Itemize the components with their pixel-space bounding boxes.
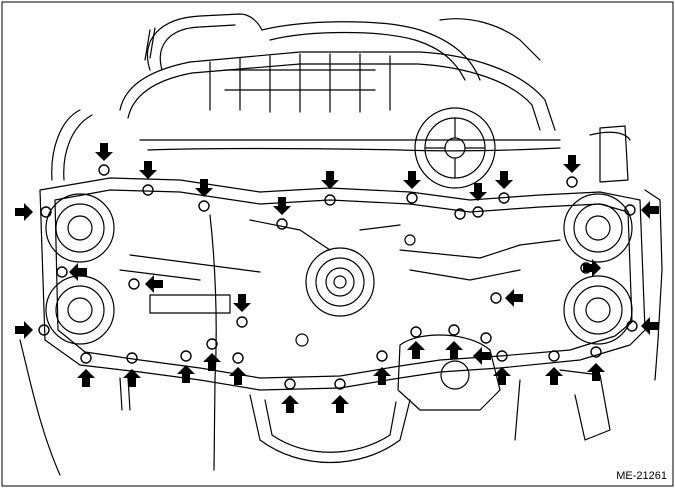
misc-detail-lines [119, 219, 561, 411]
bolt [624, 204, 636, 216]
bolt [490, 292, 502, 304]
arrow-icon [139, 161, 157, 179]
bolt [406, 192, 418, 204]
bolt-pointer-arrows [15, 143, 659, 413]
bolt [40, 206, 52, 218]
bolt [410, 326, 422, 338]
arrow-icon [473, 347, 491, 365]
bolt [236, 316, 248, 328]
arrow-icon [15, 321, 33, 339]
arrow-icon [641, 201, 659, 219]
right-camshaft-sprockets [563, 193, 633, 345]
bolt [142, 184, 154, 196]
arrow-icon [15, 203, 33, 221]
bolt [472, 206, 484, 218]
timing-cover [39, 177, 646, 391]
arrow-icon [145, 275, 163, 293]
arrow-icon [445, 341, 463, 359]
bolt [128, 278, 140, 290]
arrow-icon [321, 171, 339, 189]
intake-manifold-area [51, 13, 631, 183]
bolt [276, 218, 288, 230]
bolt [480, 332, 492, 344]
wiring-harness [19, 189, 663, 476]
bolt [126, 352, 138, 364]
oil-pan [249, 394, 411, 463]
bolt [498, 192, 510, 204]
arrow-icon [469, 183, 487, 201]
arrow-icon [587, 363, 605, 381]
arrow-icon [403, 171, 421, 189]
arrow-icon [69, 263, 87, 281]
bolt [454, 208, 466, 220]
bolt [566, 176, 578, 188]
bolt [590, 346, 602, 358]
bolt-locations [38, 164, 638, 390]
upper-pulley [414, 107, 496, 189]
crankshaft-pulley [305, 247, 375, 317]
bolt [232, 352, 244, 364]
left-camshaft-sprockets [45, 193, 115, 345]
arrow-icon [505, 289, 523, 307]
bolt [376, 350, 388, 362]
arrow-icon [407, 341, 425, 359]
bolt [180, 350, 192, 362]
arrow-icon [495, 171, 513, 189]
bolt [496, 350, 508, 362]
bolt [548, 350, 560, 362]
bolt [448, 324, 460, 336]
arrow-icon [493, 367, 511, 385]
arrow-icon [273, 197, 291, 215]
arrow-icon [229, 367, 247, 385]
arrow-icon [281, 395, 299, 413]
water-pump [397, 334, 611, 441]
bolt [334, 378, 346, 390]
arrow-icon [641, 317, 659, 335]
arrow-icon [203, 353, 221, 371]
bolt [284, 378, 296, 390]
bolt [626, 320, 638, 332]
figure-id-label: ME-21261 [616, 470, 667, 482]
arrow-icon [233, 294, 251, 312]
bolt [38, 324, 50, 336]
bolt [198, 200, 210, 212]
bolt [80, 352, 92, 364]
arrow-icon [331, 395, 349, 413]
bolt [98, 164, 110, 176]
arrow-icon [77, 369, 95, 387]
arrow-icon [563, 155, 581, 173]
bolt [324, 194, 336, 206]
arrow-icon [177, 365, 195, 383]
bolt [206, 338, 218, 350]
bolt [56, 266, 68, 278]
arrow-icon [95, 143, 113, 161]
